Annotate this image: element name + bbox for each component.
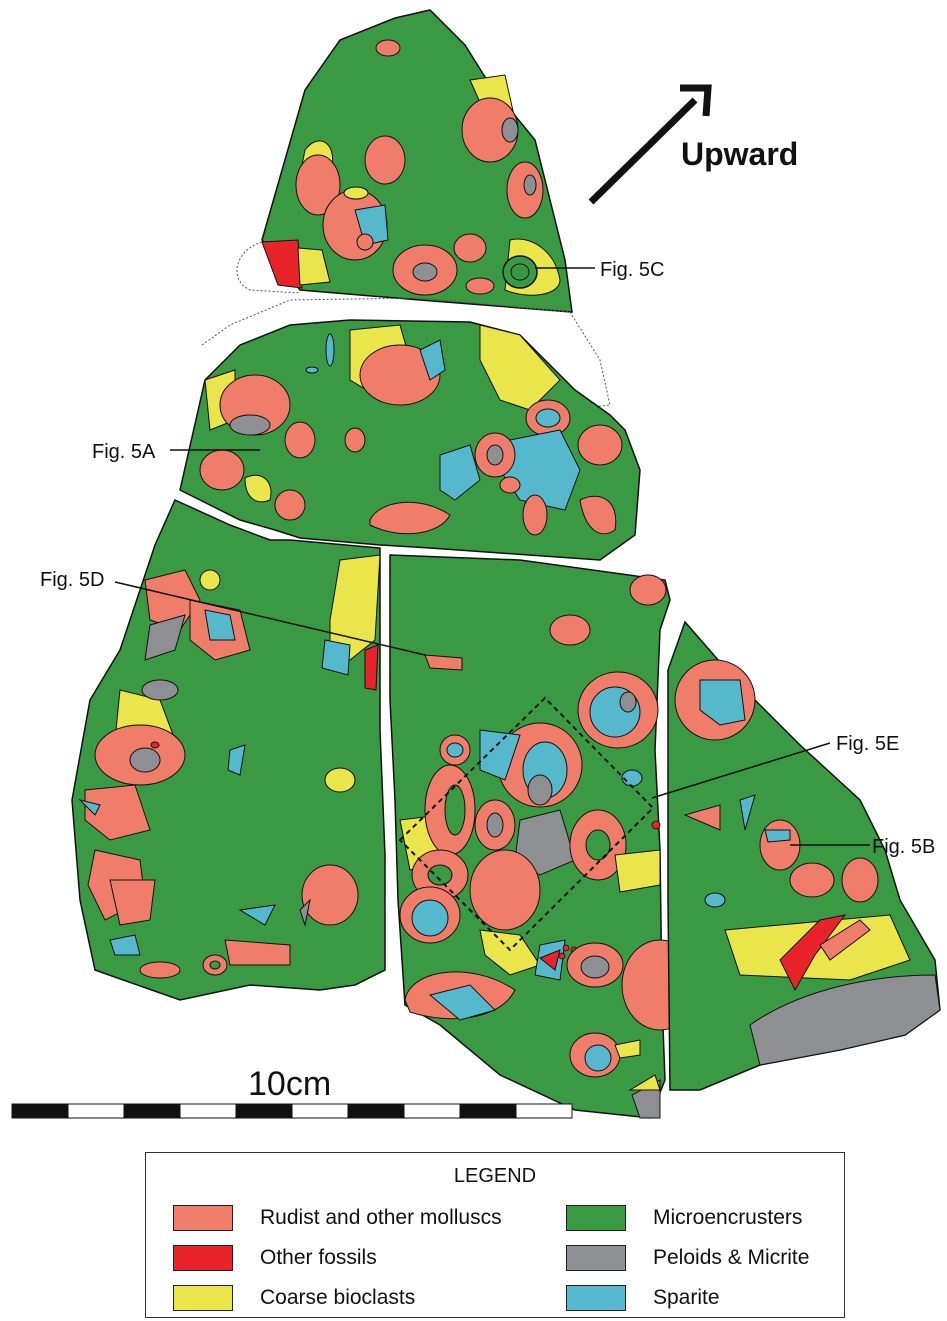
- legend-swatch: [566, 1285, 626, 1311]
- legend-item-other-fossils: Other fossils: [173, 1243, 377, 1273]
- legend-title: LEGEND: [146, 1165, 844, 1188]
- scale-bar: [12, 1104, 572, 1118]
- scale-segment: [348, 1104, 404, 1118]
- legend-item-microencrusters: Microencrusters: [566, 1203, 802, 1233]
- legend-swatch: [566, 1245, 626, 1271]
- scale-segment: [516, 1104, 572, 1118]
- center-fragment: [390, 555, 698, 1118]
- scale-segment: [12, 1104, 68, 1118]
- legend-label: Rudist and other molluscs: [260, 1206, 502, 1230]
- scale-segment: [404, 1104, 460, 1118]
- left-fragment: [72, 500, 385, 1000]
- legend-item-sparite: Sparite: [566, 1283, 720, 1313]
- fig5a-label: Fig. 5A: [92, 441, 156, 463]
- legend-item-coarse-bioclasts: Coarse bioclasts: [173, 1283, 415, 1313]
- legend-label: Coarse bioclasts: [260, 1286, 415, 1310]
- legend-item-rudist: Rudist and other molluscs: [173, 1203, 502, 1233]
- upward-label: Upward: [681, 136, 798, 172]
- legend-label: Sparite: [653, 1286, 720, 1310]
- legend-item-peloids: Peloids & Micrite: [566, 1243, 809, 1273]
- legend-label: Microencrusters: [653, 1206, 802, 1230]
- fig5e-label: Fig. 5E: [836, 733, 899, 755]
- scale-segment: [180, 1104, 236, 1118]
- legend-swatch: [173, 1205, 233, 1231]
- scale-segment: [124, 1104, 180, 1118]
- legend-label: Other fossils: [260, 1246, 377, 1270]
- legend-swatch: [173, 1285, 233, 1311]
- fig5b-label: Fig. 5B: [872, 836, 935, 858]
- fig5d-label: Fig. 5D: [40, 569, 104, 591]
- fig5c-label: Fig. 5C: [600, 259, 664, 281]
- scale-segment: [460, 1104, 516, 1118]
- legend-swatch: [566, 1205, 626, 1231]
- top-fragment: [237, 10, 572, 312]
- legend-swatch: [173, 1245, 233, 1271]
- scale-label: 10cm: [248, 1065, 331, 1103]
- scale-segment: [68, 1104, 124, 1118]
- legend: LEGEND Rudist and other molluscs Other f…: [145, 1152, 845, 1318]
- scale-segment: [236, 1104, 292, 1118]
- legend-label: Peloids & Micrite: [653, 1246, 809, 1270]
- scale-segment: [292, 1104, 348, 1118]
- middle-fragment: [180, 320, 640, 560]
